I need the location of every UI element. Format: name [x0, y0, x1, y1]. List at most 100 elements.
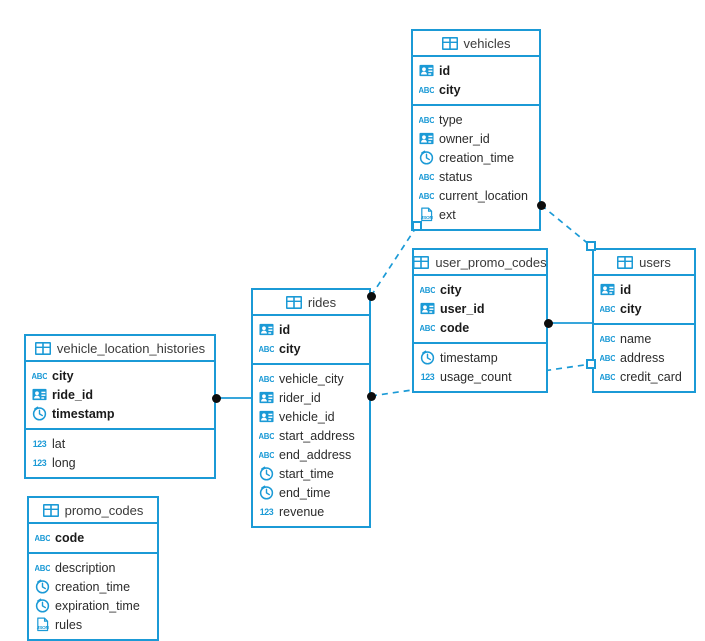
- column-name: expiration_time: [55, 598, 140, 613]
- table-title: rides: [307, 294, 337, 310]
- column-row[interactable]: ABC status: [413, 167, 539, 186]
- 123-icon: 123: [260, 507, 274, 517]
- column-row[interactable]: creation_time: [29, 577, 157, 596]
- uuid-icon: [259, 323, 274, 336]
- uuid-icon: [419, 64, 434, 77]
- column-name: code: [55, 530, 85, 545]
- primary-key-section: ABC code: [29, 524, 157, 554]
- uuid-icon: [259, 410, 274, 423]
- svg-text:ABC: ABC: [600, 335, 615, 344]
- abc-icon: ABC: [600, 305, 615, 314]
- abc-icon: ABC: [32, 372, 47, 381]
- abc-icon: ABC: [600, 354, 615, 363]
- column-name: vehicle_city: [279, 371, 344, 386]
- svg-text:ABC: ABC: [35, 534, 50, 543]
- column-row[interactable]: user_id: [414, 299, 546, 318]
- column-name: current_location: [439, 188, 528, 203]
- uuid-icon: [419, 132, 434, 145]
- column-name: name: [620, 331, 652, 346]
- table-header[interactable]: promo_codes: [29, 498, 157, 524]
- column-row[interactable]: end_time: [253, 483, 369, 502]
- column-row[interactable]: ABC city: [253, 339, 369, 358]
- abc-icon: ABC: [259, 345, 274, 354]
- column-name: vehicle_id: [279, 409, 335, 424]
- column-row[interactable]: ABC code: [29, 528, 157, 547]
- column-row[interactable]: rider_id: [253, 388, 369, 407]
- table-header[interactable]: user_promo_codes: [413, 250, 547, 276]
- table-header[interactable]: vehicle_location_histories: [26, 336, 214, 362]
- abc-icon: ABC: [419, 86, 434, 95]
- svg-text:ABC: ABC: [600, 373, 615, 382]
- column-name: description: [55, 560, 116, 575]
- table-header[interactable]: users: [594, 250, 694, 276]
- clock-icon: [420, 350, 435, 365]
- column-row[interactable]: vehicle_id: [253, 407, 369, 426]
- column-row[interactable]: timestamp: [414, 348, 546, 367]
- column-row[interactable]: creation_time: [413, 148, 539, 167]
- column-name: city: [279, 341, 301, 356]
- table-title: vehicle_location_histories: [56, 340, 206, 356]
- column-row[interactable]: id: [594, 280, 694, 299]
- svg-text:ABC: ABC: [259, 451, 274, 460]
- column-name: code: [440, 320, 470, 335]
- column-name: id: [620, 282, 632, 297]
- column-row[interactable]: ABC credit_card: [594, 367, 694, 386]
- column-name: owner_id: [439, 131, 490, 146]
- relationship-endpoint-dot: [366, 291, 376, 301]
- column-row[interactable]: ABC name: [594, 329, 694, 348]
- column-name: long: [52, 455, 76, 470]
- svg-text:ABC: ABC: [419, 173, 434, 182]
- relationship-line-rel-vehicles-users: [540, 204, 592, 247]
- column-name: credit_card: [620, 369, 682, 384]
- table-header[interactable]: rides: [253, 290, 369, 316]
- abc-icon: ABC: [35, 534, 50, 543]
- column-name: lat: [52, 436, 66, 451]
- svg-text:JSON: JSON: [37, 625, 50, 631]
- column-name: id: [279, 322, 291, 337]
- svg-text:ABC: ABC: [600, 354, 615, 363]
- clock-icon: [35, 598, 50, 613]
- column-name: status: [439, 169, 473, 184]
- relationship-line-rel-rides-vehicles: [370, 225, 418, 297]
- column-row[interactable]: id: [413, 61, 539, 80]
- relationship-endpoint-square: [586, 241, 596, 251]
- column-row[interactable]: start_time: [253, 464, 369, 483]
- json-icon: JSON: [421, 207, 434, 222]
- column-row[interactable]: timestamp: [26, 404, 214, 423]
- column-row[interactable]: owner_id: [413, 129, 539, 148]
- column-row[interactable]: expiration_time: [29, 596, 157, 615]
- table-title: promo_codes: [64, 502, 144, 518]
- column-row[interactable]: ride_id: [26, 385, 214, 404]
- table-icon: [413, 255, 430, 269]
- table-header[interactable]: vehicles: [413, 31, 539, 57]
- column-row[interactable]: id: [253, 320, 369, 339]
